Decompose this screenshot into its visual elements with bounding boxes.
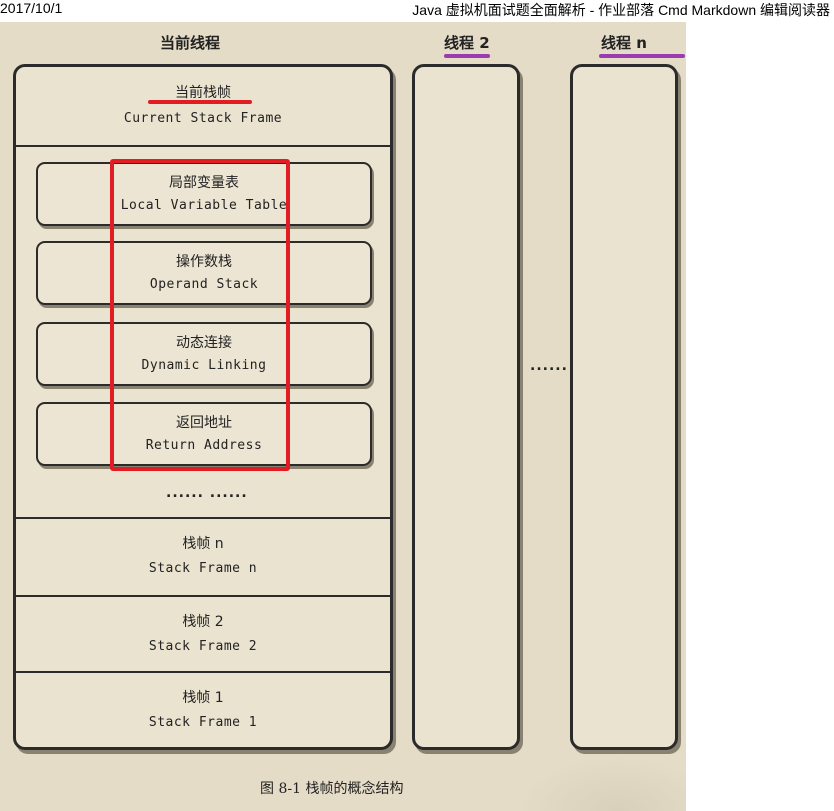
- watermark: [516, 756, 686, 811]
- stack-frame-2-en: Stack Frame 2: [148, 639, 258, 654]
- thread-n-stack: [570, 64, 678, 750]
- stack-frame-1-cn: 栈帧 1: [182, 690, 224, 706]
- stack-frame-1-en: Stack Frame 1: [148, 715, 258, 730]
- current-thread-title: 当前线程: [160, 34, 221, 52]
- figure-caption: 图 8-1 栈帧的概念结构: [260, 781, 404, 797]
- stack-frame-1: 栈帧 1 Stack Frame 1: [16, 673, 390, 743]
- dynamic-linking-box: 动态连接 Dynamic Linking: [36, 322, 372, 386]
- thread-n-title: 线程 n: [601, 34, 647, 52]
- frame-2-divider: [16, 595, 390, 597]
- stack-frame-n: 栈帧 n Stack Frame n: [16, 519, 390, 595]
- dynamic-linking-cn: 动态连接: [176, 335, 232, 351]
- frame-parts-ellipsis: ...... ......: [166, 485, 248, 501]
- current-stack-frame-en: Current Stack Frame: [123, 111, 283, 126]
- stack-frame-2: 栈帧 2 Stack Frame 2: [16, 597, 390, 671]
- local-variable-table-en: Local Variable Table: [120, 198, 288, 213]
- thread-2-title: 线程 2: [444, 34, 490, 52]
- stack-frame-n-en: Stack Frame n: [148, 561, 258, 576]
- current-stack-frame-cn: 当前栈帧: [175, 85, 231, 101]
- current-thread-stack: 当前栈帧 Current Stack Frame 局部变量表 Local Var…: [13, 64, 393, 750]
- stack-frame-2-cn: 栈帧 2: [182, 614, 224, 630]
- return-address-en: Return Address: [145, 438, 263, 453]
- current-frame-divider: [16, 145, 390, 147]
- threads-ellipsis: ......: [530, 358, 568, 374]
- return-address-box: 返回地址 Return Address: [36, 402, 372, 466]
- frame-1-divider: [16, 671, 390, 673]
- thread-2-underline: [444, 54, 490, 58]
- local-variable-table-box: 局部变量表 Local Variable Table: [36, 162, 372, 226]
- stack-frame-n-cn: 栈帧 n: [182, 536, 224, 552]
- operand-stack-en: Operand Stack: [149, 277, 259, 292]
- dynamic-linking-en: Dynamic Linking: [141, 358, 267, 373]
- return-address-cn: 返回地址: [176, 415, 232, 431]
- stack-frame-figure: 当前线程 线程 2 线程 n 当前栈帧 Current Stack Frame …: [0, 22, 686, 811]
- thread-n-underline: [599, 54, 685, 58]
- operand-stack-cn: 操作数栈: [176, 254, 232, 270]
- current-frame-red-underline: [148, 100, 252, 104]
- frame-parts-red-highlight: [110, 159, 290, 471]
- thread-2-stack: [412, 64, 520, 750]
- current-stack-frame: 当前栈帧 Current Stack Frame: [16, 67, 390, 145]
- operand-stack-box: 操作数栈 Operand Stack: [36, 241, 372, 305]
- print-date: 2017/10/1: [0, 0, 63, 16]
- document-title: Java 虚拟机面试题全面解析 - 作业部落 Cmd Markdown 编辑阅读…: [412, 2, 830, 18]
- local-variable-table-cn: 局部变量表: [169, 175, 239, 191]
- frame-n-divider: [16, 517, 390, 519]
